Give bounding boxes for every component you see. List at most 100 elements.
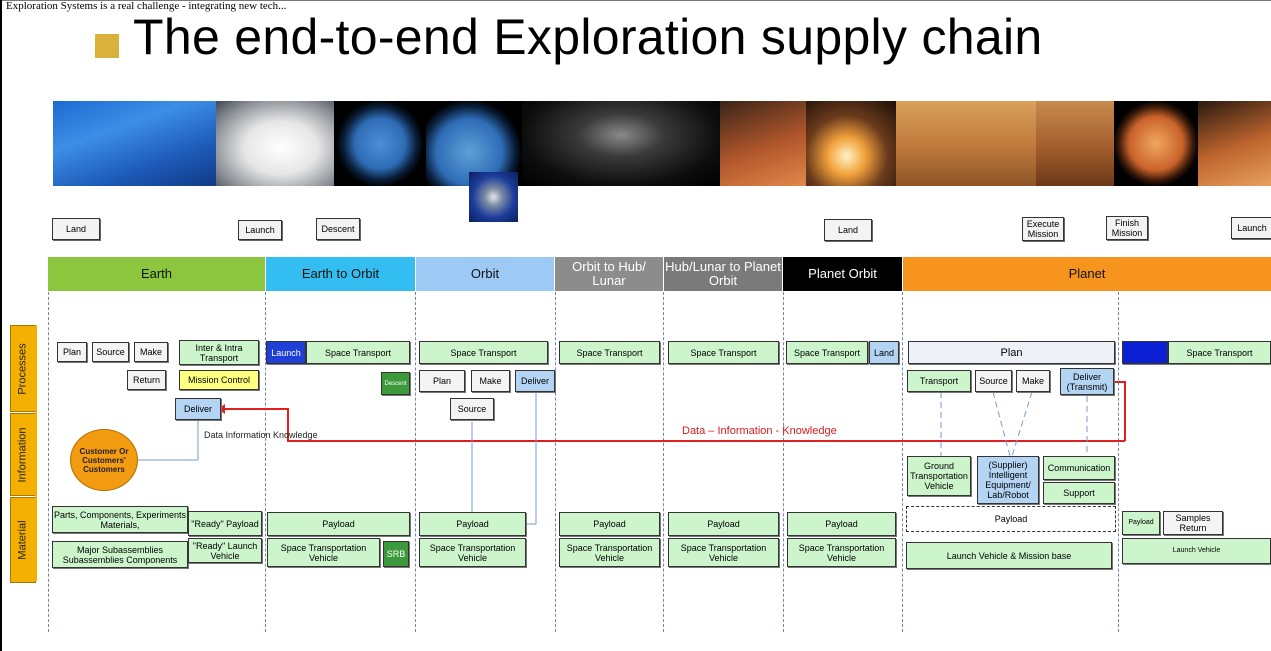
space-transport-box: Space Transport: [306, 341, 410, 364]
info-flow-line: [1124, 381, 1126, 441]
stage-planet: Planet: [903, 257, 1271, 291]
support-box: Support: [1043, 482, 1115, 504]
parts-components-box: Parts, Components, Experiments Materials…: [52, 506, 188, 533]
plan-box: Plan: [57, 342, 87, 362]
orbit-globe-image: [426, 101, 522, 186]
space-transport-box: Space Transport: [786, 341, 868, 364]
left-border: [0, 0, 2, 651]
shuttle-launch-image: [216, 101, 334, 186]
make-box: Make: [1016, 370, 1050, 392]
payload-box: Payload: [1122, 511, 1160, 535]
space-transportation-vehicle-box: Space Transportation Vehicle: [787, 538, 896, 567]
divider-line: [265, 292, 266, 632]
stage-hub-to-planet-orbit: Hub/Lunar to Planet Orbit: [664, 257, 782, 291]
space-transportation-vehicle-box: Space Transportation Vehicle: [267, 538, 380, 567]
info-flow-arrowhead: [218, 404, 225, 414]
divider-line: [48, 292, 49, 632]
mission-control-box: Mission Control: [179, 370, 259, 390]
divider-line: [1118, 292, 1119, 632]
satellite-image: [469, 172, 518, 222]
ready-launch-vehicle-box: "Ready" Launch Vehicle: [188, 538, 262, 563]
row-tab-rail: [35, 325, 37, 581]
space-transport-box: Space Transport: [559, 341, 660, 364]
major-subassemblies-box: Major Subassemblies Subassemblies Compon…: [52, 541, 188, 568]
divider-line: [663, 292, 664, 632]
make-box: Make: [471, 370, 510, 392]
top-border: [0, 0, 1271, 1]
payload-box: Payload: [267, 512, 410, 536]
event-label-launch-1: Launch: [238, 220, 282, 240]
stage-orbit-to-hub: Orbit to Hub/ Lunar: [555, 257, 663, 291]
earth-globe-image: [334, 101, 426, 186]
rover-image: [1036, 101, 1114, 186]
info-flow-label: Data – Information - Knowledge: [682, 425, 837, 437]
transport-box: Transport: [907, 370, 971, 392]
descent-box: Descent: [381, 372, 410, 395]
deliver-box: Deliver: [175, 398, 221, 420]
event-label-descent: Descent: [316, 218, 360, 240]
launch-vehicle-box: Launch Vehicle: [1122, 538, 1271, 564]
supplier-equipment-box: (Supplier) Intelligent Equipment/ Lab/Ro…: [977, 456, 1039, 504]
payload-box: Payload: [787, 512, 896, 536]
launch-vehicle-mission-base-box: Launch Vehicle & Mission base: [906, 542, 1112, 569]
make-box: Make: [134, 342, 168, 362]
customer-circle: Customer Or Customers' Customers: [70, 429, 138, 491]
divider-line: [902, 292, 903, 632]
stage-earth: Earth: [48, 257, 265, 291]
payload-box: Payload: [419, 512, 526, 536]
event-label-execute-mission: Execute Mission: [1022, 217, 1064, 241]
ready-payload-box: "Ready" Payload: [188, 511, 262, 536]
mars-globe-image: [1114, 101, 1198, 186]
lander-image: [896, 101, 1036, 186]
info-flow-line: [222, 408, 288, 410]
info-flow-line: [287, 440, 1125, 442]
space-transportation-vehicle-box: Space Transportation Vehicle: [668, 538, 779, 567]
source-box: Source: [975, 370, 1012, 392]
space-transportation-vehicle-box: Space Transportation Vehicle: [419, 538, 526, 567]
earth-map-image: [53, 101, 216, 186]
space-image: [522, 101, 720, 186]
deliver-transmit-box: Deliver (Transmit): [1060, 368, 1114, 395]
slide-caption: Exploration Systems is a real challenge …: [6, 0, 287, 12]
space-transport-box: Space Transport: [668, 341, 779, 364]
space-transportation-vehicle-box: Space Transportation Vehicle: [559, 538, 660, 567]
payload-box: Payload: [906, 506, 1116, 532]
stage-earth-to-orbit: Earth to Orbit: [266, 257, 415, 291]
ground-transportation-vehicle-box: Ground Transportation Vehicle: [907, 456, 971, 496]
event-label-land-2: Land: [824, 219, 872, 241]
land-box: Land: [869, 341, 899, 364]
title-bullet: [95, 34, 119, 58]
info-flow-line: [1114, 381, 1125, 383]
event-label-launch-2: Launch: [1231, 217, 1271, 239]
source-box: Source: [450, 398, 494, 420]
event-label-land-1: Land: [52, 218, 100, 240]
page-title: The end-to-end Exploration supply chain: [133, 9, 1043, 65]
deliver-box: Deliver: [515, 370, 555, 392]
capsule-entry-image: [806, 101, 896, 186]
data-information-knowledge-label: Data Information Knowledge: [204, 430, 318, 440]
stage-planet-orbit: Planet Orbit: [783, 257, 902, 291]
info-flow-line: [287, 408, 289, 441]
divider-line: [783, 292, 784, 632]
space-transport-box: Space Transport: [419, 341, 548, 364]
plan-box: Plan: [419, 370, 465, 392]
return-box: Return: [127, 370, 166, 390]
inter-intra-transport-box: Inter & Intra Transport: [179, 340, 259, 365]
mars-approach-image: [720, 101, 806, 186]
divider-line: [555, 292, 556, 632]
launch-box: Launch: [1122, 341, 1168, 364]
payload-box: Payload: [668, 512, 779, 536]
event-label-finish-mission: Finish Mission: [1106, 216, 1148, 240]
source-box: Source: [92, 342, 129, 362]
srb-box: SRB: [383, 541, 409, 567]
space-transport-box: Space Transport: [1168, 341, 1271, 364]
launch-box: Launch: [266, 341, 306, 364]
plan-box: Plan: [908, 341, 1115, 364]
mars-depart-image: [1198, 101, 1271, 186]
divider-line: [415, 292, 416, 632]
payload-box: Payload: [559, 512, 660, 536]
stage-orbit: Orbit: [416, 257, 554, 291]
samples-return-box: Samples Return: [1163, 511, 1223, 535]
